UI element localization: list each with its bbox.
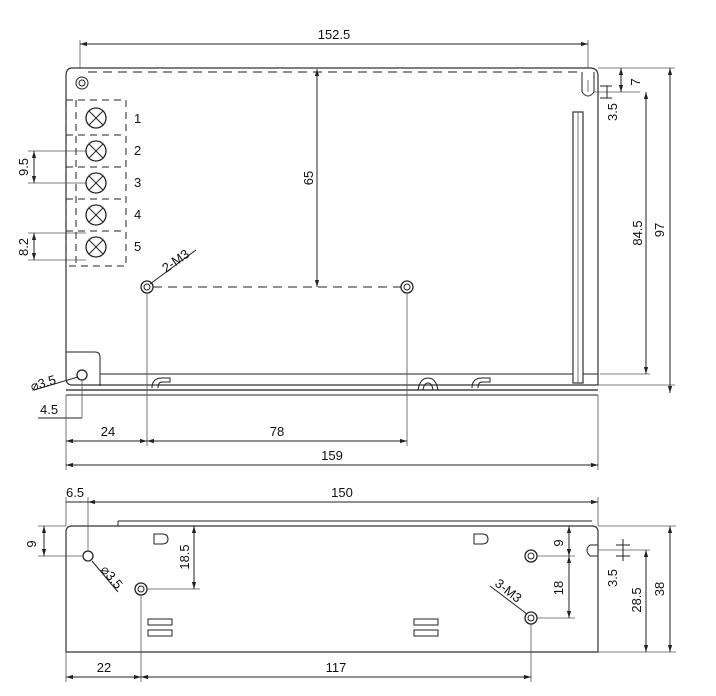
dim-side-bottom-left: 22 [97,660,111,675]
corner-tab [66,351,101,386]
side-hole-icon [82,550,94,562]
dim-side-height-total: 38 [652,582,667,596]
dim-hole-spacing-vertical: 65 [301,171,316,185]
dim-pitch-a: 9.5 [16,158,31,176]
vent-slot [413,629,439,637]
dim-hole-dia-top: ⌀3.5 [28,372,57,394]
dim-pitch-b: 8.2 [16,238,31,256]
dim-side-slot-height: 28.5 [629,587,644,612]
dim-overall-width-bottom: 159 [321,448,343,463]
terminal-label: 1 [134,111,141,126]
vent-slot [147,629,173,637]
dim-side-left-offset: 6.5 [66,485,84,500]
dim-side-top-offset: 9 [24,540,39,547]
terminal-screw-icon [85,204,107,226]
dim-side-slot-dia: 3.5 [605,569,620,587]
top-slot [581,72,595,97]
dim-side-overall-width: 150 [331,485,353,500]
terminal-block: 1 2 3 4 5 [65,99,141,267]
dim-height-inner: 84.5 [630,220,645,245]
leader-line [149,249,197,285]
terminal-label: 4 [134,207,141,222]
dim-hole-left-offset: 24 [101,424,115,439]
vent-slot [147,618,173,626]
dim-height-total: 97 [652,223,667,237]
dim-slot-offset: 7 [628,78,643,85]
d-cutout-icon [153,533,169,545]
dim-side-right-top: 9 [551,539,566,546]
terminal-screw-icon [85,236,107,258]
dim-hole-spacing-horizontal: 78 [270,424,284,439]
leader-line [91,560,119,593]
side-slot [586,544,598,557]
dim-side-bottom-span: 117 [326,660,347,675]
dim-hole-edge-offset: 4.5 [40,402,58,417]
clip-icon [417,377,439,391]
terminal-label: 3 [134,175,141,190]
corner-screw-icon [75,76,89,90]
terminal-label: 5 [134,239,141,254]
d-cutout-icon [473,533,489,545]
dim-overall-width-top: 152.5 [318,27,351,42]
dim-side-right-spacing: 18 [551,581,566,595]
top-view: 1 2 3 4 5 152.5 65 2-M3 [16,27,675,470]
dim-slot-dia: 3.5 [605,103,620,121]
terminal-screw-icon [85,172,107,194]
clip-icon-inner [422,382,434,391]
clip-icon [471,377,491,389]
top-view-body-outline [65,67,599,386]
leader-line [489,585,528,615]
dim-side-hole-depth: 18.5 [177,544,192,569]
terminal-label: 2 [134,143,141,158]
vent-slot [413,618,439,626]
terminal-screw-icon [85,107,107,129]
corner-screw-inner [78,79,86,87]
side-view: 6.5 150 9 ⌀3.5 18.5 9 18 3-M3 3.5 [24,485,676,682]
leader-line [33,376,79,391]
clip-icon [151,377,171,389]
